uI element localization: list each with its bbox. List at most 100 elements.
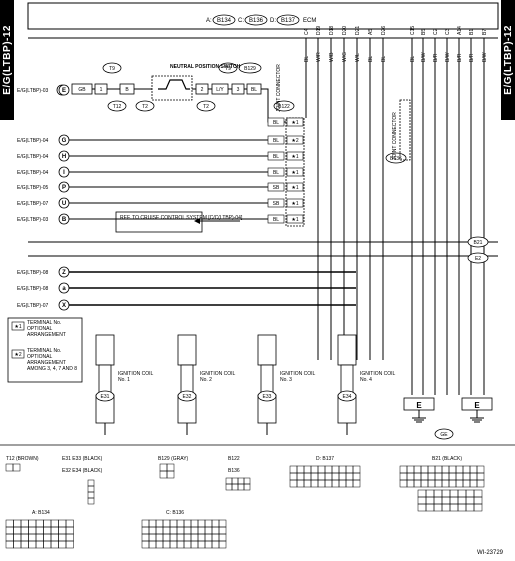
joint-wire-color: SB bbox=[273, 185, 280, 191]
joint-star: ★1 bbox=[291, 201, 298, 207]
ecm-pin-label: C4 bbox=[304, 28, 310, 35]
t12-oval bbox=[107, 100, 127, 112]
gb-wire-label: GB bbox=[78, 87, 86, 93]
ecm-wire-color: W/R bbox=[316, 52, 322, 62]
joint-wire-color: BL bbox=[273, 138, 279, 144]
joint-star: ★1 bbox=[291, 120, 298, 126]
ecm-wire-color: BL bbox=[304, 56, 310, 62]
ecm-d-oval bbox=[276, 14, 300, 26]
joint-wire-color: BL bbox=[273, 154, 279, 160]
ecm-wire-color: B/W bbox=[445, 52, 451, 62]
b21-oval bbox=[467, 236, 489, 248]
e32-e34-label: E32 E34 (BLACK) bbox=[62, 468, 103, 474]
coil-ref: E34 bbox=[343, 394, 352, 400]
neutral-switch-body bbox=[151, 75, 193, 101]
ecm-pin-label: D19 bbox=[316, 26, 322, 35]
b136-label: B136 bbox=[228, 468, 240, 474]
ecm-wire-color: B/R bbox=[457, 53, 463, 62]
ecm-c-prefix: C: bbox=[238, 18, 244, 24]
b21-grid-bottom bbox=[417, 489, 483, 512]
left-ref-letter: H bbox=[62, 154, 66, 160]
ecm-pin-label: C2 bbox=[433, 28, 439, 35]
t2-oval-left bbox=[135, 100, 155, 112]
joint-star: ★1 bbox=[291, 217, 298, 223]
b136-oval bbox=[385, 152, 407, 164]
ecm-wire-color: B/W bbox=[482, 52, 488, 62]
note1-text: TERMINAL No. OPTIONAL ARRANGEMENT bbox=[27, 320, 66, 338]
left-ref-letter: E bbox=[62, 88, 66, 94]
left-ref-text: E/G(LTBP)-05 bbox=[17, 185, 49, 191]
ecm-pin-label: D18 bbox=[329, 26, 335, 35]
e2-oval bbox=[467, 252, 489, 264]
left-ref-letter: B bbox=[62, 217, 67, 223]
coil-ref: E31 bbox=[101, 394, 110, 400]
note2-text: TERMINAL No. OPTIONAL ARRANGEMENT AMONG … bbox=[27, 348, 78, 372]
c136-label: C: B136 bbox=[166, 510, 184, 516]
ecm-pin-label: B5 bbox=[421, 29, 427, 35]
lly-wire-label: L/Y bbox=[216, 87, 224, 93]
ecm-pin-label: C3 bbox=[445, 28, 451, 35]
ecm-wires bbox=[305, 38, 485, 395]
left-ref-letter: G bbox=[62, 138, 67, 144]
ecm-d-ref: B137 bbox=[281, 18, 296, 24]
left-ref-text: E/G(LTBP)-04 bbox=[17, 138, 49, 144]
ecm-a-ref: B134 bbox=[217, 18, 232, 24]
joint-wire-color: BL bbox=[273, 217, 279, 223]
left-ref-text: E/G(LTBP)-04 bbox=[17, 170, 49, 176]
left-ref-text: E/G(LTBP)-03 bbox=[17, 88, 49, 94]
joint-star: ★1 bbox=[291, 170, 298, 176]
t2-oval-right bbox=[196, 100, 216, 112]
ecm-wire-color: BL bbox=[410, 56, 416, 62]
bl-wire-label: BL bbox=[251, 87, 257, 93]
joint-wire-color: SB bbox=[273, 201, 280, 207]
ecm-pin-label: B7 bbox=[482, 29, 488, 35]
ecm-d-prefix: D: bbox=[270, 18, 276, 24]
left-ref-text: E/G(LTBP)-08 bbox=[17, 270, 49, 276]
connector-views: T12 (BROWN)E31 E33 (BLACK)E32 E34 (BLACK… bbox=[5, 456, 485, 549]
left-ref-text: E/G(LTBP)-07 bbox=[17, 303, 49, 309]
b129-grid bbox=[159, 463, 175, 479]
ecm-wire-color: B/R bbox=[469, 53, 475, 62]
e31-e33-label: E31 E33 (BLACK) bbox=[62, 456, 103, 462]
ecm-pin-label: C15 bbox=[410, 26, 416, 35]
pin3-label: 3 bbox=[237, 87, 240, 93]
b122-ref: B122 bbox=[278, 104, 290, 110]
left-ref-letter: Z bbox=[62, 270, 66, 276]
t9-oval-right bbox=[218, 62, 238, 74]
joint-wire-color: BL bbox=[273, 170, 279, 176]
ecm-wire-color: B/W bbox=[421, 52, 427, 62]
a134-label: A: B134 bbox=[32, 510, 50, 516]
b129-ref: B129 bbox=[244, 66, 256, 72]
left-ref-text: E/G(LTBP)-08 bbox=[17, 286, 49, 292]
side-tab-left: E/G(LTBP)-12 bbox=[0, 0, 14, 120]
ge-ref: GE bbox=[440, 432, 448, 438]
joint-star: ★2 bbox=[291, 138, 298, 144]
ecm-c-ref: B136 bbox=[249, 18, 264, 24]
b21-grid-top bbox=[399, 465, 485, 488]
e31-grid bbox=[87, 479, 95, 505]
t9-oval-left bbox=[102, 62, 122, 74]
b-wire-label: B bbox=[125, 87, 129, 93]
t2-ref-right: T2 bbox=[203, 104, 209, 110]
b122-label: B122 bbox=[228, 456, 240, 462]
left-ref-letter: I bbox=[63, 170, 65, 176]
left-ref-letter: U bbox=[62, 201, 66, 207]
ecm-pin-label: A14 bbox=[457, 26, 463, 35]
ecm-pin-label: B1 bbox=[469, 29, 475, 35]
b122-oval bbox=[273, 100, 295, 112]
ecm-pin-label: D20 bbox=[342, 26, 348, 35]
neutral-switch-title: NEUTRAL POSITION SWITCH bbox=[170, 64, 241, 70]
ground-label: E bbox=[416, 401, 422, 410]
ecm-a-oval bbox=[212, 14, 236, 26]
left-ref-text: E/G(LTBP)-03 bbox=[17, 217, 49, 223]
t2-ref-left: T2 bbox=[142, 104, 148, 110]
ecm-a-prefix: A: bbox=[206, 18, 212, 24]
d137-label: D: B137 bbox=[316, 456, 334, 462]
neutral-switch-contact bbox=[158, 79, 190, 90]
b129-oval bbox=[238, 62, 262, 74]
